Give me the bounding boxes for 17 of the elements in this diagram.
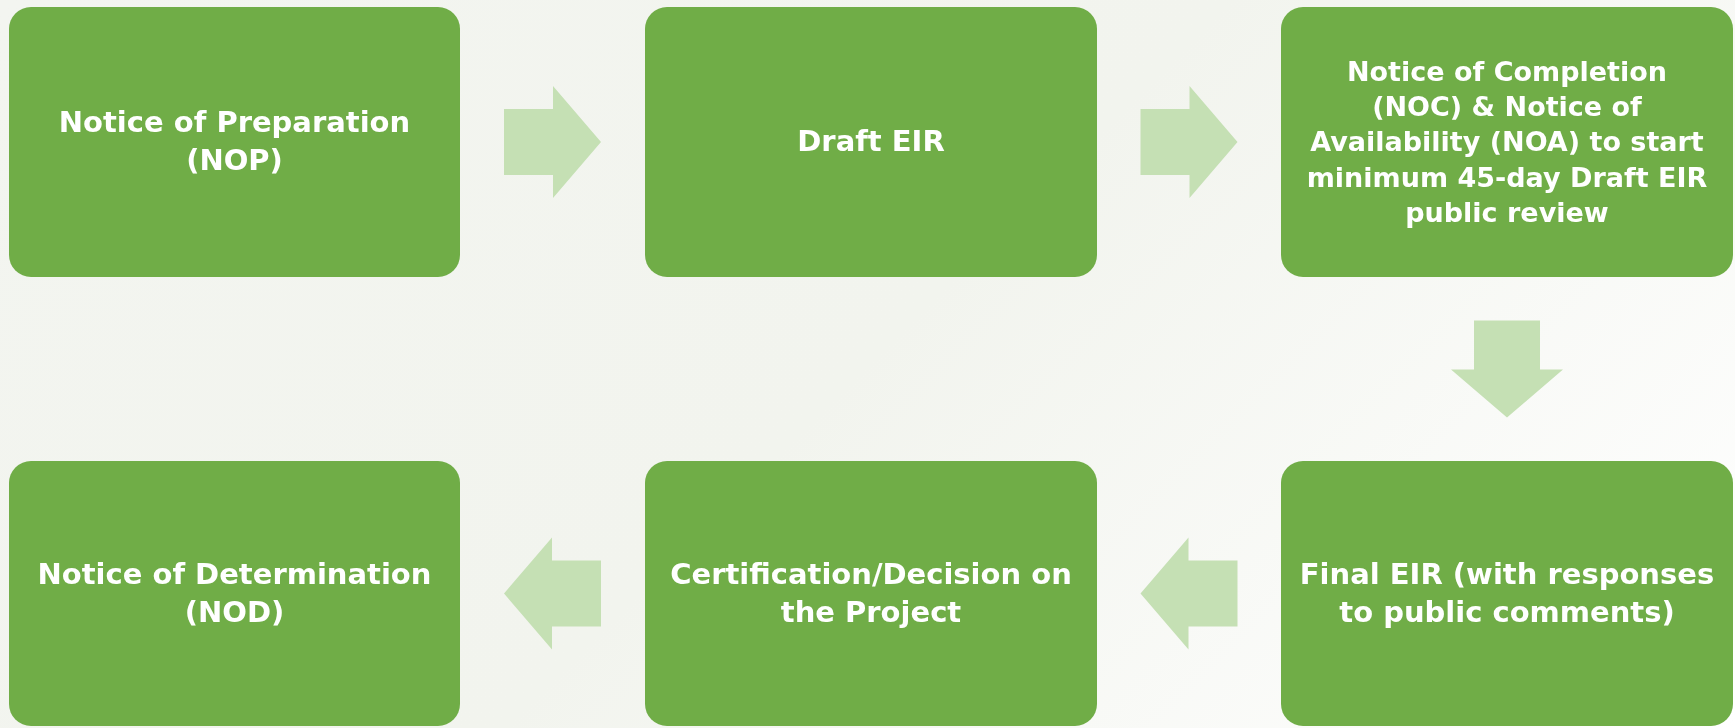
block-arrow — [1451, 320, 1563, 418]
process-box — [645, 7, 1097, 277]
process-box — [9, 461, 460, 726]
process-box — [645, 461, 1097, 726]
step-text: Notice of Determination (NOD) — [36, 555, 433, 631]
block-arrow — [1140, 537, 1238, 650]
step-text: Certification/Decision on the Project — [669, 555, 1073, 631]
process-box — [9, 7, 460, 277]
process-box — [1281, 7, 1733, 277]
block-arrow — [504, 86, 601, 198]
step-text: Notice of Preparation (NOP) — [57, 104, 412, 179]
block-arrow — [1140, 86, 1238, 198]
block-arrow — [504, 537, 601, 650]
step-text: Draft EIR — [797, 123, 945, 161]
process-box — [1281, 461, 1733, 726]
step-text: Notice of Completion (NOC) & Notice of Availability (NOA) to start minimum 45-day Draft EIR public review — [1305, 55, 1709, 230]
step-text: Final EIR (with responses to public comments) — [1299, 555, 1715, 631]
